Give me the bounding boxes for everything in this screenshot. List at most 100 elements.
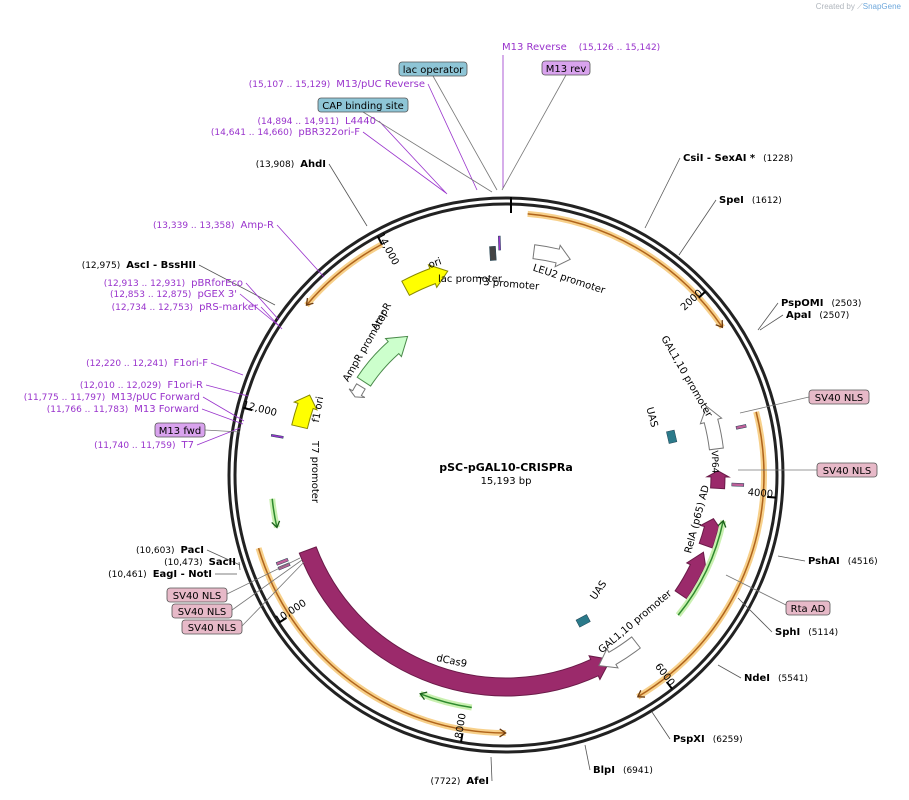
primer-leader-3 <box>362 131 447 194</box>
enzyme-label-sacii: (10,473)SacII <box>164 557 236 568</box>
enzyme-label-ahdi: (13,908)AhdI <box>256 159 326 170</box>
tick-label-3: 8000 <box>454 713 469 740</box>
primer-leader-7 <box>260 306 283 330</box>
enzyme-leader-2 <box>757 302 779 331</box>
green-right-head <box>717 519 727 528</box>
primer-label-2: (14,894 .. 14,911)L4440 <box>258 116 376 127</box>
uas-bottom-block <box>575 614 591 628</box>
leader-layer <box>196 55 817 782</box>
lac-promoter-label: lac promoter <box>438 274 503 285</box>
primer-leader-12 <box>196 427 241 446</box>
enzyme-leader-8 <box>584 744 591 771</box>
primer-leader-2 <box>378 120 448 195</box>
uas-top-label: UAS <box>643 406 659 429</box>
primer-leader-4 <box>276 224 325 278</box>
green-bottom <box>419 693 472 709</box>
tick-mark-4 <box>278 617 287 624</box>
snapgene-logo-icon: ⟋ <box>857 2 863 11</box>
primer-label-0: M13 Reverse(15,126 .. 15,142) <box>502 42 660 53</box>
m13-fwd-label-box <box>154 422 206 438</box>
lac-operator-label-box <box>398 61 468 77</box>
primer-label-9: (12,010 .. 12,029)F1ori-R <box>80 380 203 391</box>
primer-leader-6 <box>239 293 280 327</box>
rta-ad-label-box <box>785 600 831 616</box>
primer-label-5: (12,913 .. 12,931)pBRforEco <box>104 278 243 289</box>
primer-leader-8 <box>210 362 244 376</box>
green-right <box>677 520 724 616</box>
snapgene-credit: Created by ⟋SnapGene <box>816 2 901 12</box>
primer-label-10: (11,775 .. 11,797)M13/pUC Forward <box>24 392 200 403</box>
enzyme-label-paci: (10,603)PacI <box>136 545 204 556</box>
credit-prefix: Created by <box>815 2 855 11</box>
nls-bar-1 <box>735 424 747 430</box>
enzyme-leader-0 <box>644 157 681 229</box>
credit-brand: SnapGene <box>862 2 901 11</box>
enzyme-leader-14 <box>328 163 368 227</box>
enzyme-leader-11 <box>238 561 241 571</box>
primer-label-12: (11,740 .. 11,759)T7 <box>94 440 194 451</box>
orf-top-right <box>527 213 724 328</box>
tick-mark-2 <box>665 681 673 690</box>
rela-arrow-2 <box>698 518 724 549</box>
enzyme-label-blpi: BlpI(6941) <box>593 765 653 776</box>
orf-right <box>637 411 765 698</box>
enzyme-leader-9 <box>490 756 493 782</box>
primer-label-1: (15,107 .. 15,129)M13/pUC Reverse <box>249 79 425 90</box>
enzyme-label-apai: ApaI(2507) <box>786 310 849 321</box>
f1-ori-label: f1 ori <box>311 396 326 424</box>
primer-label-6: (12,853 .. 12,875)pGEX 3' <box>110 289 237 300</box>
uas-top-block <box>666 429 678 444</box>
m13-rev-label-box <box>541 60 591 76</box>
t3-promoter-label: T3 promoter <box>476 276 541 293</box>
tick-mark-5 <box>243 406 253 412</box>
enzyme-label-ndei: NdeI(5541) <box>744 673 808 684</box>
enzyme-label-eagi: (10,461)EagI - NotI <box>108 569 212 580</box>
enzyme-leader-13 <box>198 264 276 306</box>
gal110-top-arrow <box>699 405 724 451</box>
primer-leader-10 <box>202 396 245 422</box>
tick-mark-3 <box>460 733 464 743</box>
ampr-promoter-arrow <box>348 383 366 398</box>
sv40-right-2-label-box <box>816 462 878 478</box>
sv40-right-1-leader <box>739 396 810 414</box>
enzyme-label-pspomi: PspOMI(2503) <box>781 298 861 309</box>
primer-bar-left <box>270 434 284 439</box>
enzyme-leader-12 <box>206 549 241 566</box>
sv40-right-2-label: SV40 NLS <box>823 466 872 477</box>
primer-leader-11 <box>201 408 244 425</box>
enzyme-leader-1 <box>678 199 717 256</box>
ampr-arrow <box>356 335 409 387</box>
enzyme-label-asci: (12,975)AscI - BssHII <box>82 260 196 271</box>
primer-label-11: (11,766 .. 11,783)M13 Forward <box>47 404 199 415</box>
sv40-right-1-label: SV40 NLS <box>815 393 864 404</box>
plasmid-length: 15,193 bp <box>481 476 532 487</box>
sv40-left-1-leader <box>226 557 301 595</box>
orf-top-left-head <box>305 297 314 307</box>
plasmid-name: pSC-pGAL10-CRISPRa <box>439 461 573 474</box>
primer-leader-9 <box>205 384 249 397</box>
backbone-inner <box>233 202 779 748</box>
lac-operator-label-leader <box>432 75 498 191</box>
tick-label-5: 12,000 <box>241 400 278 419</box>
primer-label-8: (12,220 .. 12,241)F1ori-F <box>86 358 208 369</box>
gal110-top-label: GAL1,10 promoter <box>658 334 714 420</box>
sv40-left-3-leader <box>241 561 305 627</box>
lac-promoter-block <box>489 245 497 261</box>
rela-arrow <box>674 551 708 600</box>
primer-label-7: (12,734 .. 12,753)pRS-marker <box>112 302 259 313</box>
sv40-left-1-label: SV40 NLS <box>173 591 222 602</box>
backbone-outer <box>227 196 785 754</box>
enzyme-label-csii: CsiI - SexAI *(1228) <box>683 153 793 164</box>
cap-site-label-box <box>317 97 409 113</box>
m13-rev-label: M13 rev <box>546 64 587 75</box>
rta-ad-leader <box>725 574 787 606</box>
primer-leader-5 <box>245 282 280 321</box>
vp64-arrow <box>705 470 731 490</box>
enzyme-label-pspxi: PspXI(6259) <box>673 734 743 745</box>
enzyme-label-pshai: PshAI(4516) <box>808 556 878 567</box>
t7-promoter-label: T7 promoter <box>309 440 320 504</box>
vp64-label: VP64 <box>709 450 720 474</box>
ori-arrow <box>401 264 449 297</box>
enzyme-leader-6 <box>717 664 742 679</box>
